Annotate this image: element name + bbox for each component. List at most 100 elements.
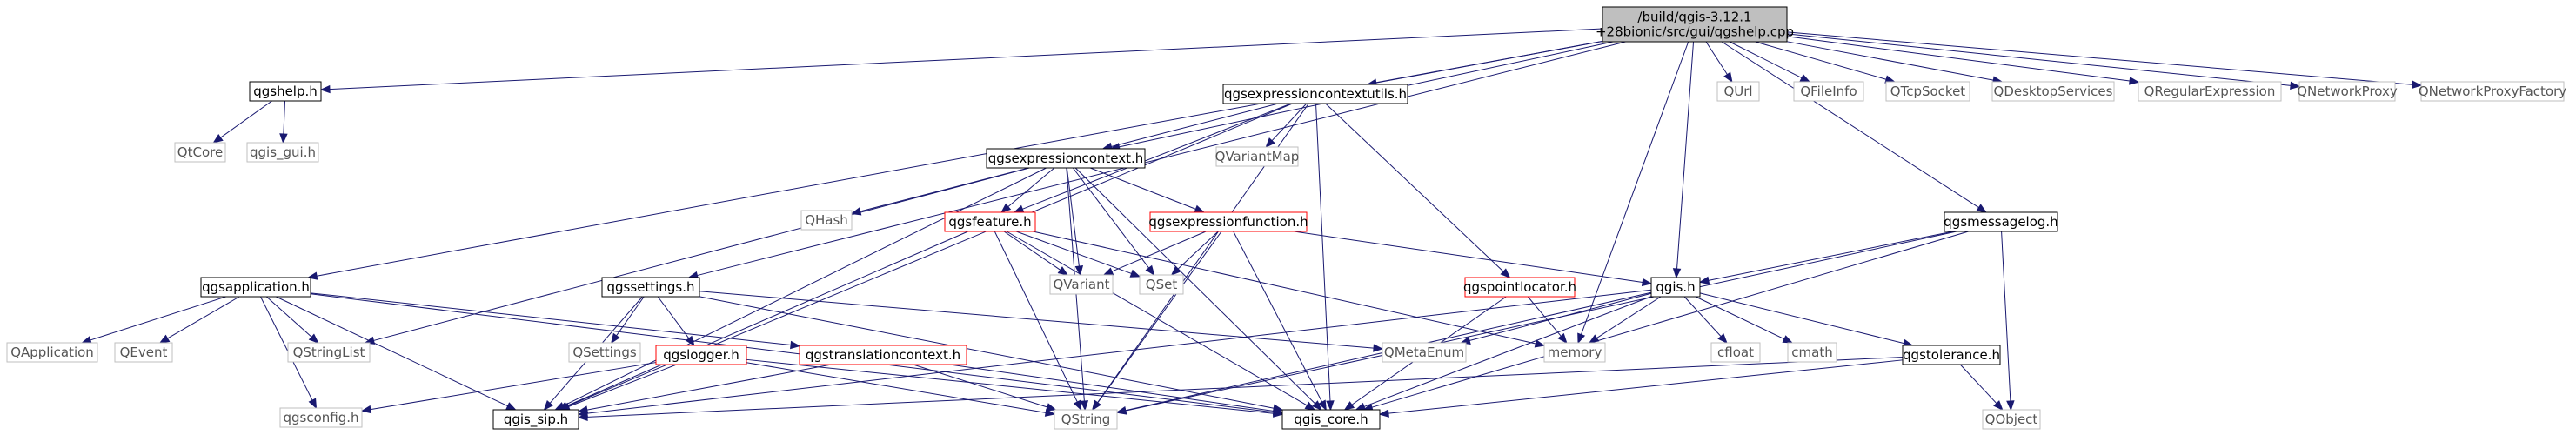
edge-line (1066, 167, 1080, 267)
node-label: /build/qgis-3.12.1 (1637, 10, 1751, 25)
node-qgsexprctxutils-h[interactable]: qgsexpressioncontextutils.h (1222, 84, 1408, 104)
node-qgsconfig-h: qgsconfig.h (279, 407, 363, 428)
node-root[interactable]: /build/qgis-3.12.1+28bionic/src/gui/qgsh… (1596, 6, 1794, 43)
edge-arrowhead (1782, 335, 1794, 344)
edge-line (1097, 231, 1222, 404)
node-label: QMetaEnum (1384, 345, 1464, 360)
node-qgssettings-h[interactable]: qgssettings.h (601, 277, 700, 298)
node-qgis-core-h[interactable]: qgis_core.h (1281, 409, 1381, 430)
edge-line (1705, 41, 1728, 75)
node-box (601, 277, 700, 298)
edge-line (1033, 231, 1536, 345)
node-qhash: QHash (800, 210, 853, 231)
edge-qgsexprfunction_h-to-qgis_h (1294, 231, 1653, 287)
node-qgspointlocator-h[interactable]: qgspointlocator.h (1463, 277, 1576, 298)
node-qsettings: QSettings (568, 342, 641, 363)
node-qgshelp-h[interactable]: qgshelp.h (249, 81, 322, 102)
edge-qgsmessagelog_h-to-qobject (2001, 231, 2015, 412)
edge-line (616, 296, 645, 337)
edge-line (329, 28, 1603, 90)
node-box (800, 210, 853, 231)
edge-qgsexprctx_h-to-qset (1072, 167, 1155, 277)
node-qset: QSet (1139, 274, 1184, 295)
edge-qgsmessagelog_h-to-qgis_core_h (1362, 231, 1969, 412)
edge-root-to-qgsapplication_h (306, 40, 1603, 280)
node-box (2298, 81, 2396, 102)
node-label: QRegularExpression (2144, 84, 2276, 99)
node-label: qgsmessagelog.h (1944, 214, 2057, 230)
node-qvariant: QVariant (1049, 274, 1114, 295)
node-box (799, 345, 967, 365)
node-label: qgis.h (1656, 279, 1695, 295)
edge-arrowhead (1074, 264, 1084, 277)
node-qgsfeature-h[interactable]: qgsfeature.h (944, 211, 1036, 232)
node-cmath: cmath (1787, 342, 1837, 363)
node-qgstolerance-h[interactable]: qgstolerance.h (1902, 345, 2001, 365)
node-label: qgsfeature.h (948, 214, 1031, 230)
node-label: qgis_sip.h (504, 412, 568, 428)
edge-arrowhead (1557, 332, 1568, 345)
node-qnetworkproxy: QNetworkProxy (2297, 81, 2398, 102)
node-qgsapplication-h[interactable]: qgsapplication.h (200, 277, 311, 298)
edge-arrowhead (610, 332, 620, 345)
node-label: QVariantMap (1215, 149, 1300, 164)
node-qgis-h[interactable]: qgis.h (1650, 277, 1701, 298)
edge-line (1721, 41, 1979, 209)
edge-line (1699, 292, 1904, 345)
edge-line (1683, 296, 1722, 337)
edge-line (1786, 41, 1994, 81)
node-box (1382, 342, 1467, 363)
node-qgsexprctx-h[interactable]: qgsexpressioncontext.h (986, 148, 1146, 169)
node-label: +28bionic/src/gui/qgshelp.cpp (1596, 24, 1794, 40)
node-label: qgssettings.h (607, 279, 695, 295)
node-box (1710, 342, 1761, 363)
node-qgis-sip-h[interactable]: qgis_sip.h (492, 409, 579, 430)
edge-qgsexprfunction_h-to-qstring (1092, 231, 1222, 412)
edge-qgsmessagelog_h-to-qgis_h (1698, 231, 1954, 284)
node-label: QtCore (177, 144, 223, 160)
edge-arrowhead (577, 405, 589, 414)
edge-qgslogger_h-to-qgsconfig_h (360, 362, 657, 414)
node-label: qgis_gui.h (250, 144, 316, 161)
edge-arrowhead (1013, 204, 1025, 213)
edge-qgslogger_h-to-qgis_core_h (746, 358, 1284, 418)
node-box (1149, 211, 1308, 232)
edge-arrowhead (1000, 203, 1012, 213)
node-qgslogger-h[interactable]: qgslogger.h (655, 345, 747, 365)
node-qgsexprfunction-h[interactable]: qgsexpressionfunction.h (1148, 211, 1308, 232)
edge-line (310, 293, 1275, 413)
edge-qgsapplication_h-to-qgstranslationctx_h (310, 292, 801, 350)
edge-arrowhead (543, 399, 554, 412)
edge-line (586, 357, 1904, 418)
node-qregularexpression: QRegularExpression (2138, 81, 2282, 102)
edge-line (1786, 36, 2131, 82)
edge-line (699, 291, 1375, 349)
node-label: qgshelp.h (253, 84, 318, 99)
node-label: qgsconfig.h (283, 410, 358, 425)
edge-line (699, 296, 1275, 409)
node-qapplication: QApplication (6, 342, 98, 363)
node-qgstranslationctx-h[interactable]: qgstranslationcontext.h (799, 345, 967, 365)
node-box (200, 277, 311, 298)
edge-line (220, 100, 272, 138)
edge-arrowhead (1092, 399, 1101, 412)
edge-line (586, 289, 1652, 414)
node-box (1991, 81, 2115, 102)
node-label: QObject (1985, 412, 2038, 427)
edge-root-to-qdesktopservices (1786, 41, 2004, 84)
edge-qgsmessagelog_h-to-qstring (1115, 231, 1957, 415)
edge-qgsapplication_h-to-qapplication (81, 296, 226, 345)
node-box (6, 342, 98, 363)
edge-root-to-qgis_h (1672, 41, 1695, 279)
edge-line (1007, 167, 1055, 207)
edge-qgssettings_h-to-qgslogger_h (657, 296, 695, 347)
edge-arrowhead (2006, 400, 2015, 412)
edge-root-to-qregularexpression (1786, 36, 2140, 85)
node-qgsmessagelog-h[interactable]: qgsmessagelog.h (1944, 211, 2058, 232)
node-box (246, 142, 319, 163)
edge-root-to-qgsmessagelog_h (1721, 41, 1988, 213)
edge-line (1177, 231, 1219, 270)
edge-line (1089, 167, 1196, 210)
node-label: QTcpSocket (1890, 84, 1966, 99)
